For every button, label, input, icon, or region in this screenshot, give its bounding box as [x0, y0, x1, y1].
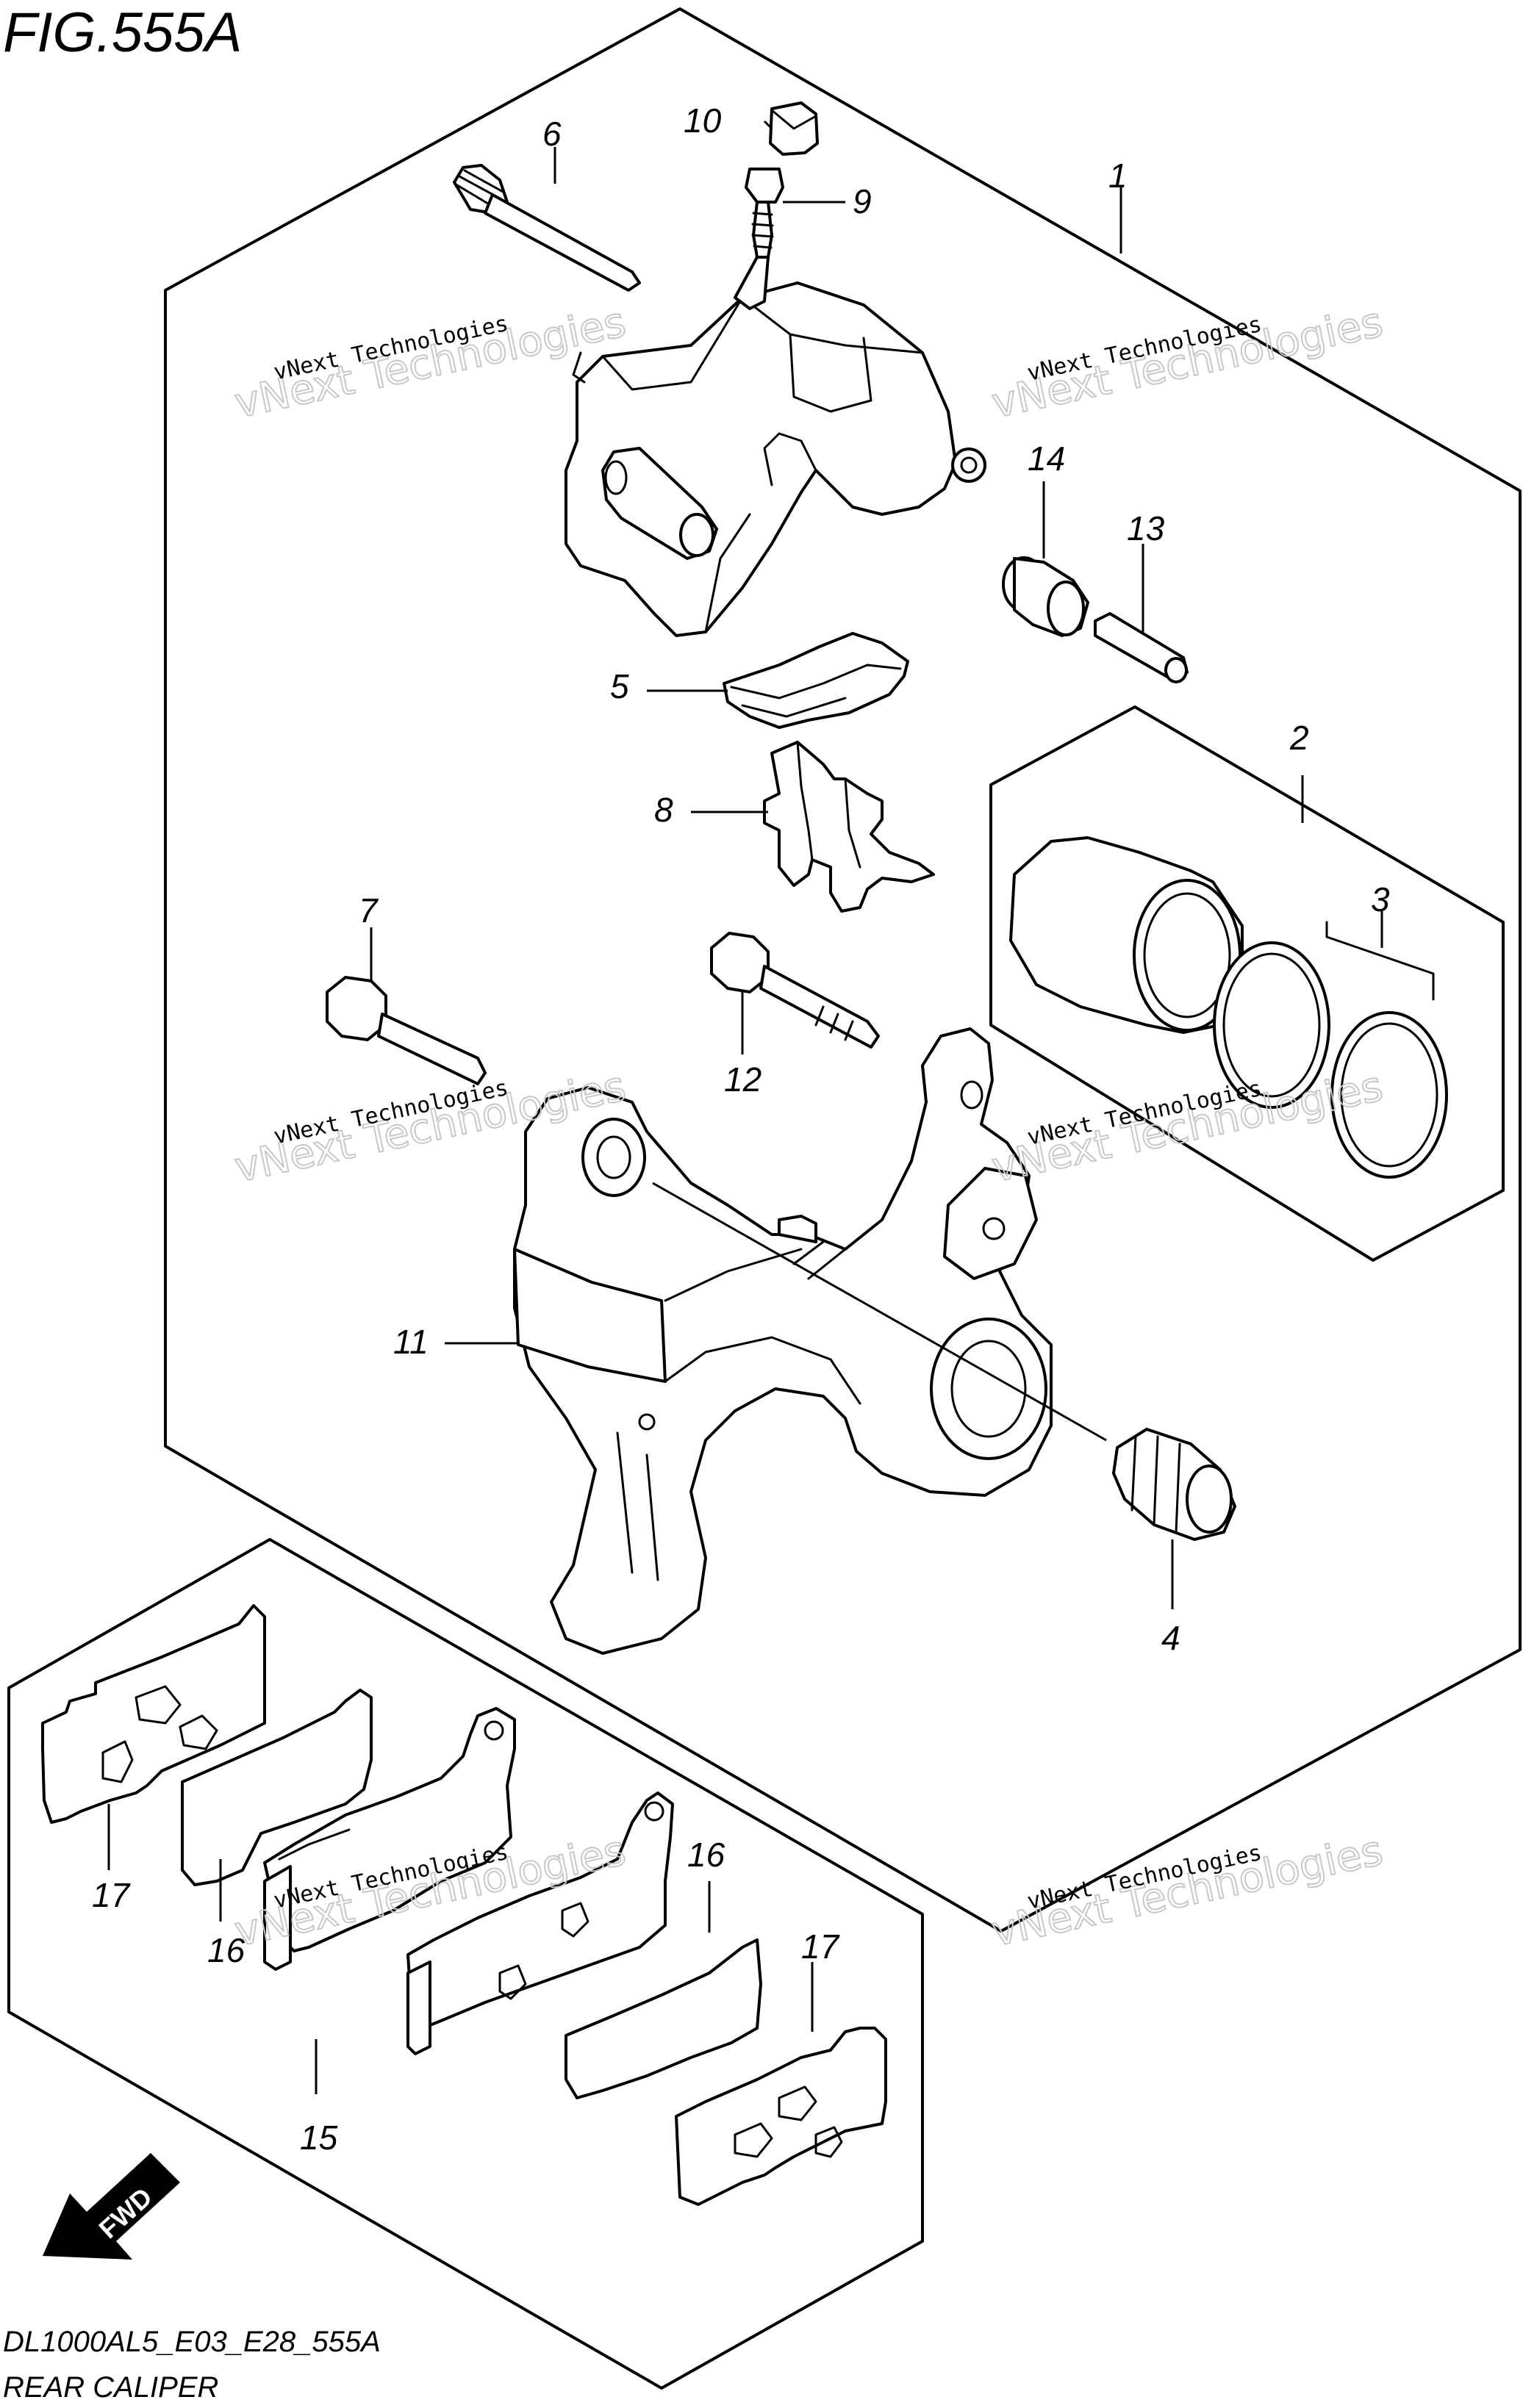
callout-2: 2: [1289, 719, 1309, 757]
callout-1: 1: [1108, 157, 1128, 195]
callout-7: 7: [359, 891, 379, 930]
pad-kit-boundary: [7, 1538, 924, 2390]
dust-seal: [1330, 1011, 1448, 1179]
assembly-axis: [652, 1182, 1107, 1442]
callout-8: 8: [654, 791, 673, 829]
callout-16-left: 16: [207, 1931, 246, 1969]
brake-pad-right: [406, 1791, 674, 2055]
callout-4: 4: [1161, 1619, 1180, 1657]
assembly-boundary: [164, 7, 1522, 1933]
forward-arrow-icon: [43, 2153, 180, 2260]
callout-14: 14: [1028, 439, 1065, 478]
caliper-bracket: [513, 1027, 1053, 1655]
pin-boot: [1002, 556, 1089, 637]
pad-shim-right: [675, 2027, 887, 2206]
bracket-bolt-left: [326, 976, 487, 1085]
leader-lines: [107, 120, 1304, 2094]
bleeder-cap: [769, 101, 819, 156]
bleeder-screw: [734, 168, 784, 310]
piston-kit-boundary: [989, 705, 1505, 1262]
bracket-boot: [1112, 1428, 1236, 1541]
callout-3: 3: [1371, 880, 1390, 919]
callout-10: 10: [684, 101, 722, 140]
figure-title: FIG.555A: [3, 1, 242, 64]
pad-shim-left: [41, 1604, 266, 1824]
seal-bracket: [1325, 921, 1435, 1001]
callout-6: 6: [542, 115, 562, 153]
caliper-body: [565, 281, 986, 637]
watermarks: vNext Technologies vNext Technologies vN…: [230, 298, 1388, 1957]
pad-retainer: [763, 741, 935, 913]
callout-9: 9: [853, 182, 872, 220]
callout-numbers: 1 2 3 4 5 6 7 8 9 10 11 12 13 14 15 16 1…: [92, 101, 1390, 2157]
caliper-piston: [1009, 836, 1244, 1034]
callout-12: 12: [724, 1060, 762, 1099]
callout-17-left: 17: [92, 1876, 131, 1914]
pad-spring: [723, 632, 909, 729]
callout-16-right: 16: [687, 1836, 725, 1874]
pin-sleeve: [1094, 612, 1189, 683]
callout-5: 5: [610, 667, 629, 705]
pad-insulator-right: [565, 1938, 762, 2099]
callout-13: 13: [1127, 509, 1165, 547]
fwd-direction-badge: FWD: [43, 2153, 180, 2260]
figure-name: REAR CALIPER: [3, 2371, 218, 2404]
callout-15: 15: [300, 2118, 338, 2157]
figure-code: DL1000AL5_E03_E28_555A: [3, 2326, 381, 2358]
pad-insulator-left: [181, 1689, 373, 1886]
piston-seal: [1213, 941, 1330, 1109]
slide-pin: [453, 164, 641, 292]
callout-17-right: 17: [801, 1927, 840, 1966]
bracket-bolt-right: [710, 932, 880, 1049]
brake-pad-left: [263, 1707, 516, 1971]
callout-11: 11: [393, 1323, 429, 1361]
